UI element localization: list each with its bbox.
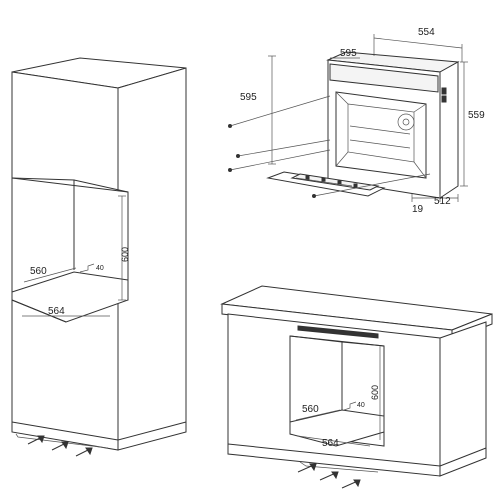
base-cabinet-side (439, 321, 487, 477)
oven-height-label: 595 (240, 92, 257, 103)
tall-cabinet-side (117, 67, 187, 451)
oven-cavity (335, 91, 427, 179)
oven-door-gap-label: 19 (412, 204, 424, 215)
base-width-label: 560 (302, 404, 319, 415)
oven-width-label: 595 (340, 48, 357, 59)
tall-airflow-arrows (27, 435, 93, 457)
base-height-label: 600 (370, 385, 380, 400)
oven-height-right-label: 559 (468, 110, 485, 121)
oven-control-strip (329, 63, 439, 93)
base-airflow-arrows (297, 463, 361, 489)
base-depth-label: 564 (322, 438, 339, 449)
base-cabinet: 600 560 40 564 (220, 285, 493, 489)
tall-height-label: 600 (120, 247, 130, 262)
base-slot (297, 325, 379, 339)
oven-side (439, 61, 459, 199)
oven-depth-label: 554 (418, 27, 435, 38)
oven-drawing: 554 595 595 559 19 512 (228, 27, 485, 215)
tall-clearance-label: 40 (96, 265, 104, 272)
oven-body-depth-label: 512 (434, 196, 451, 207)
tall-depth-label: 564 (48, 306, 65, 317)
tall-cabinet: 600 560 40 564 (11, 57, 187, 457)
tall-width-label: 560 (30, 266, 47, 277)
base-clearance-label: 40 (357, 402, 365, 409)
